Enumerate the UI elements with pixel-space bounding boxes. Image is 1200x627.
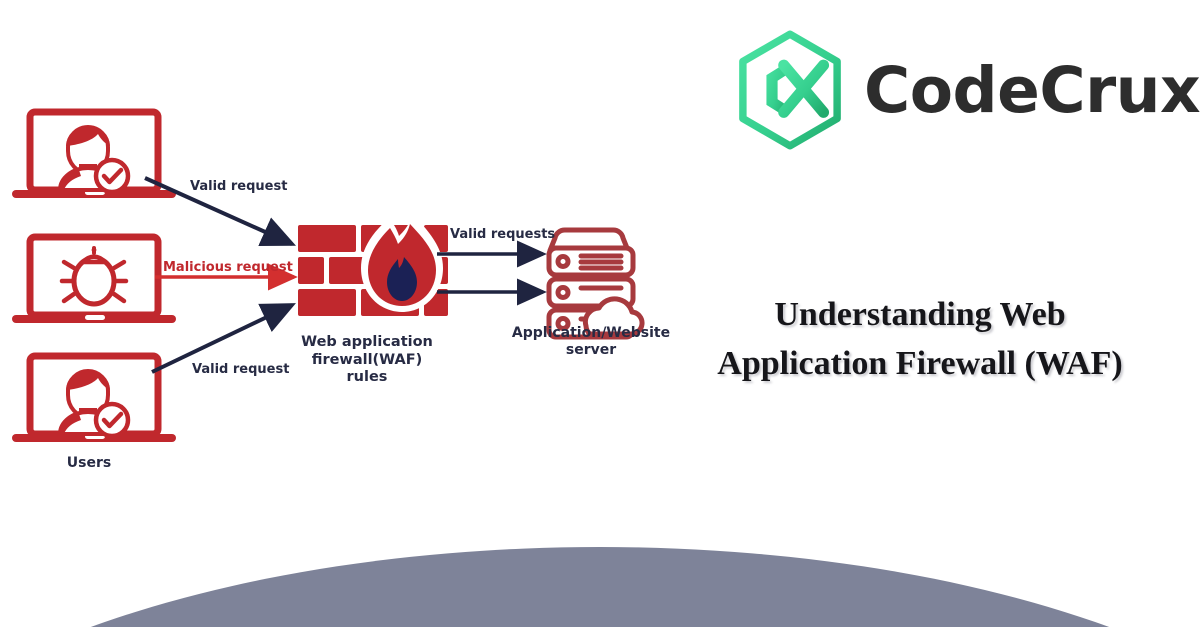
laptop-bug-malware-icon [12,233,176,323]
node-label-firewall: Web application firewall(WAF) rules [301,334,433,386]
edge-label-malicious-request: Malicious request [163,260,293,275]
node-label-server: Application/Website server [511,325,671,359]
page-title-line1: Understanding Web [774,296,1066,333]
brand-name: CodeCrux [864,53,1200,127]
edge-valid-request-bottom [151,303,296,374]
edge-label-valid-requests: Valid requests [450,227,556,242]
server-stack-cloud-icon [546,227,645,340]
laptop-user-verified-icon-bottom [12,352,176,442]
node-label-users: Users [66,455,112,471]
edge-label-valid-request-top: Valid request [190,179,288,194]
brand-logo: CodeCrux [728,28,1200,152]
codecrux-hexagon-cx-logo-icon [739,30,841,150]
page-title-line2: Application Firewall (WAF) [717,345,1123,383]
laptop-user-verified-icon-top [12,108,176,198]
diagram-svg [12,108,645,442]
page-title: Understanding Web Application Firewall (… [660,290,1180,389]
waf-flow-diagram: Valid request Malicious request Valid re… [0,0,700,500]
edge-label-valid-request-bottom: Valid request [192,362,290,377]
edge-valid-request-top [144,176,297,246]
bottom-arc-decoration [0,547,1200,627]
brick-wall-flame-icon [298,214,448,316]
